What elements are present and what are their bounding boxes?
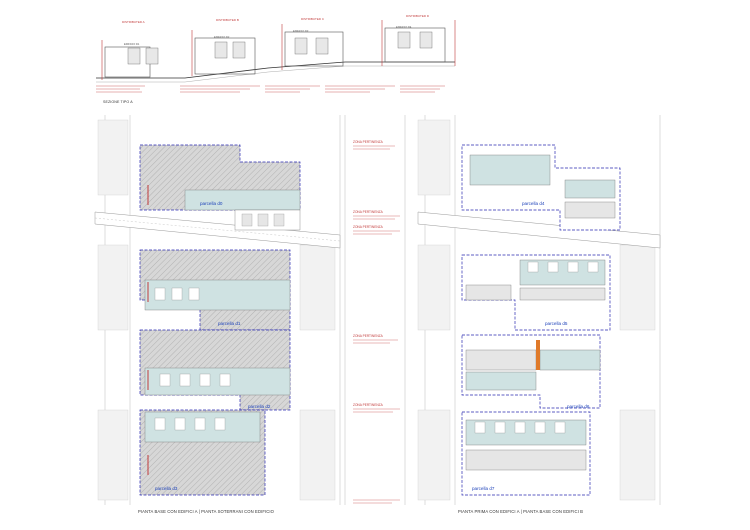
parcel-label-d6: parcella d6 (567, 404, 590, 409)
center-notes: ZONA PERTINENZA ZONA PERTINENZA ZONA PER… (344, 115, 406, 505)
section-building-3 (281, 24, 344, 70)
parcel-label-d2: parcella d2 (248, 404, 271, 409)
parcel-d3: parcella d3 (139, 409, 266, 496)
section-title: SEZIONE TIPO A (103, 100, 133, 104)
right-plan-caption: PIANTA PRIMA CON EDIFICI A | PIANTA BASE… (458, 509, 583, 514)
section-notes (96, 85, 445, 93)
parcel-d0: parcella d0 (139, 144, 301, 231)
left-plan: parcella d0 parcella d1 parcella d2 (94, 115, 341, 514)
section-building-1 (101, 40, 159, 80)
section-building-label-2: EDIFICIO D2 (214, 35, 230, 39)
parcel-d5: parcella d5 (461, 254, 611, 331)
section-building-label-3: EDIFICIO D3 (293, 29, 309, 33)
parcel-label-d7: parcella d7 (472, 486, 495, 491)
center-note-4: ZONA PERTINENZA (353, 334, 384, 338)
section-building-2 (191, 30, 256, 76)
section-building-4 (381, 20, 456, 66)
section-top-label-2: DISTRIBUTED B (216, 18, 239, 22)
center-note-1: ZONA PERTINENZA (353, 140, 384, 144)
center-note-5: ZONA PERTINENZA (353, 403, 384, 407)
parcel-label-d5: parcella d5 (545, 321, 568, 326)
ground-line-under (96, 65, 455, 83)
parcel-label-d0: parcella d0 (200, 201, 223, 206)
section-building-label-1: EDIFICIO D1 (124, 42, 140, 46)
section-top-label-3: DISTRIBUTED C (301, 17, 325, 21)
parcel-d4: parcella d4 (461, 144, 621, 231)
section-top-label-4: DISTRIBUTED D (406, 14, 430, 18)
center-note-2: ZONA PERTINENZA (353, 210, 384, 214)
parcel-label-d1: parcella d1 (218, 321, 241, 326)
parcel-label-d3: parcella d3 (155, 486, 178, 491)
parcel-label-d4: parcella d4 (522, 201, 545, 206)
parcel-d2: parcella d2 (139, 329, 291, 411)
left-plan-caption: PIANTA BASE CON EDIFICI A | PIANTA SOTER… (138, 509, 275, 514)
parcel-d1: parcella d1 (139, 249, 291, 331)
right-plan: parcella d4 parcella d5 parcella d6 (417, 115, 661, 514)
parcel-d6: parcella d6 (461, 334, 601, 409)
section-top-label-1: DISTRIBUTED A (122, 20, 145, 24)
center-note-3: ZONA PERTINENZA (353, 225, 384, 229)
section-building-label-4: EDIFICIO D4 (396, 25, 412, 29)
parcel-d7: parcella d7 (461, 411, 591, 496)
section-elevation: DISTRIBUTED A DISTRIBUTED B DISTRIBUTED … (96, 14, 456, 104)
